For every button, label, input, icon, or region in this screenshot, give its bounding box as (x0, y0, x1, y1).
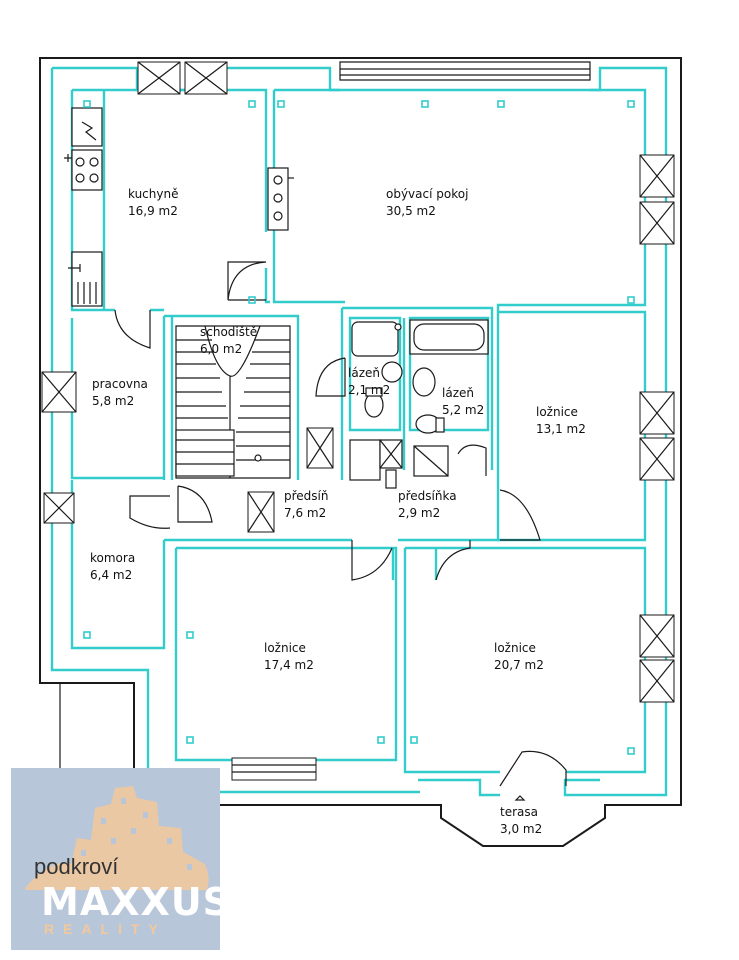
label-lazen1-name: lázeň (348, 366, 380, 380)
outer-walls (39, 57, 682, 847)
window-living-right (639, 154, 675, 245)
windows (41, 61, 675, 781)
label-loznice-mid-name: ložnice (264, 641, 306, 655)
window-bedroom-bottom (231, 757, 317, 781)
label-kuchyne-area: 16,9 m2 (128, 204, 178, 218)
label-loznice-right-name: ložnice (536, 405, 578, 419)
label-predsinka-name: předsíňka (398, 489, 457, 503)
label-lazen2-name: lázeň (442, 386, 474, 400)
logo-title: MAXXUS (41, 880, 220, 924)
label-loznice-big-name: ložnice (494, 641, 536, 655)
label-kuchyne-name: kuchyně (128, 187, 178, 201)
doors (114, 261, 567, 801)
label-predsin-area: 7,6 m2 (284, 506, 326, 520)
label-pracovna-area: 5,8 m2 (92, 394, 134, 408)
brand-logo: podkroví MAXXUS REALITY (11, 768, 220, 950)
label-terasa-area: 3,0 m2 (500, 822, 542, 836)
label-komora-name: komora (90, 551, 135, 565)
window-bedroom-right (639, 391, 675, 481)
logo-subtitle: podkroví (34, 854, 119, 879)
label-terasa-name: terasa (500, 805, 538, 819)
window-komora (43, 492, 75, 524)
logo-city-icon (25, 786, 209, 890)
window-kitchen-top (137, 61, 228, 95)
label-predsin-name: předsíň (284, 489, 328, 503)
label-lazen2-area: 5,2 m2 (442, 403, 484, 417)
label-pracovna-name: pracovna (92, 377, 148, 391)
bathroom-fixtures (349, 319, 489, 489)
label-lazen1-area: 2,1 m2 (348, 383, 390, 397)
logo-tagline: REALITY (44, 921, 167, 937)
label-obyvaci-name: obývací pokoj (386, 187, 468, 201)
window-pracovna (41, 371, 77, 413)
label-loznice-right-area: 13,1 m2 (536, 422, 586, 436)
room-labels: kuchyně 16,9 m2 obývací pokoj 30,5 m2 sc… (90, 187, 586, 836)
corner-markers (83, 100, 635, 755)
kitchen-fixtures (64, 107, 294, 307)
label-schodiste-area: 6,0 m2 (200, 342, 242, 356)
label-komora-area: 6,4 m2 (90, 568, 132, 582)
label-loznice-mid-area: 17,4 m2 (264, 658, 314, 672)
label-schodiste-name: schodiště (200, 325, 257, 339)
skylights (247, 427, 334, 533)
label-obyvaci-area: 30,5 m2 (386, 204, 436, 218)
staircase (175, 325, 291, 479)
window-bigbed-right (639, 614, 675, 703)
label-predsinka-area: 2,9 m2 (398, 506, 440, 520)
label-loznice-big-area: 20,7 m2 (494, 658, 544, 672)
